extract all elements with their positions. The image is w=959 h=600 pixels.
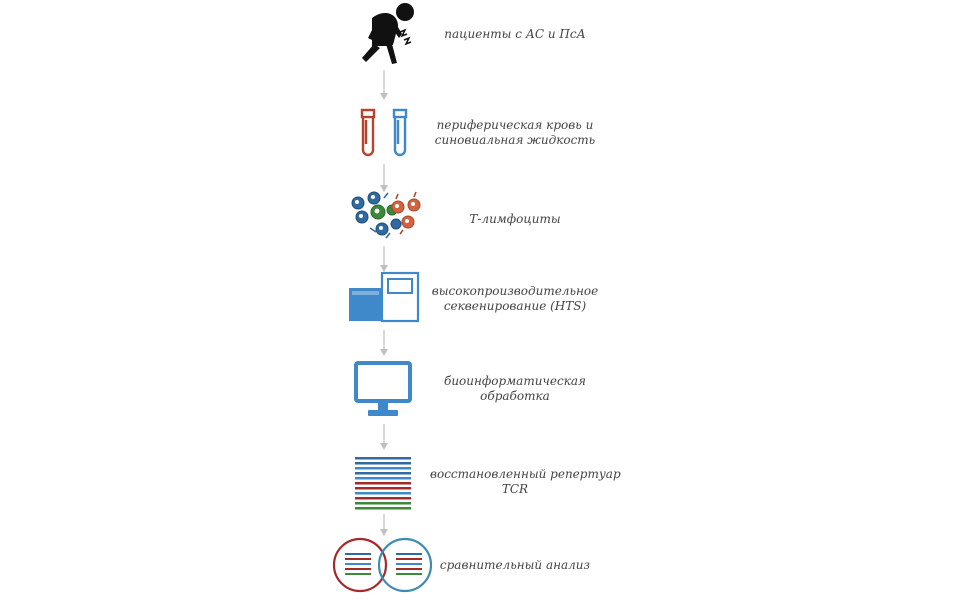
- repertoire-bars-icon: [355, 457, 411, 510]
- arrow-4: [380, 330, 388, 356]
- step-label-t-cells: Т-лимфоциты: [430, 212, 600, 227]
- step-label-bioinformatics: биоинформатическая обработка: [430, 374, 600, 404]
- monitor-icon: [354, 361, 412, 416]
- arrow-6: [380, 514, 388, 536]
- t-cells-icon: [351, 191, 421, 239]
- sequencer-icon: [349, 271, 420, 323]
- step-label-line: сравнительный анализ: [439, 558, 591, 572]
- step-label-line: биоинформатическая: [444, 374, 586, 388]
- step-label-line: TCR: [501, 482, 529, 496]
- step-label-repertoire: восстановленный репертуар TCR: [430, 467, 621, 497]
- step-label-sequencing: высокопроизводительное секвенирование (H…: [430, 284, 600, 314]
- arrow-3: [380, 246, 388, 272]
- step-label-line: высокопроизводительное: [431, 284, 599, 298]
- arrow-5: [380, 424, 388, 450]
- step-label-patients: пациенты с АС и ПсА: [430, 27, 600, 42]
- arrow-1: [380, 70, 388, 100]
- arrow-2: [380, 164, 388, 192]
- step-label-line: пациенты с АС и ПсА: [444, 27, 586, 41]
- step-label-comparison: сравнительный анализ: [430, 558, 600, 573]
- step-label-line: секвенирование (HTS): [443, 299, 587, 313]
- step-label-line: Т-лимфоциты: [469, 212, 561, 226]
- patient-icon: [362, 3, 414, 64]
- test-tubes-icon: [360, 108, 408, 157]
- step-label-line: восстановленный репертуар: [430, 467, 621, 481]
- step-label-samples: периферическая кровь и синовиальная жидк…: [430, 118, 600, 148]
- venn-comparison-icon: [332, 537, 433, 593]
- step-label-line: обработка: [480, 389, 550, 403]
- step-label-line: периферическая кровь и: [436, 118, 594, 132]
- step-label-line: синовиальная жидкость: [434, 133, 596, 147]
